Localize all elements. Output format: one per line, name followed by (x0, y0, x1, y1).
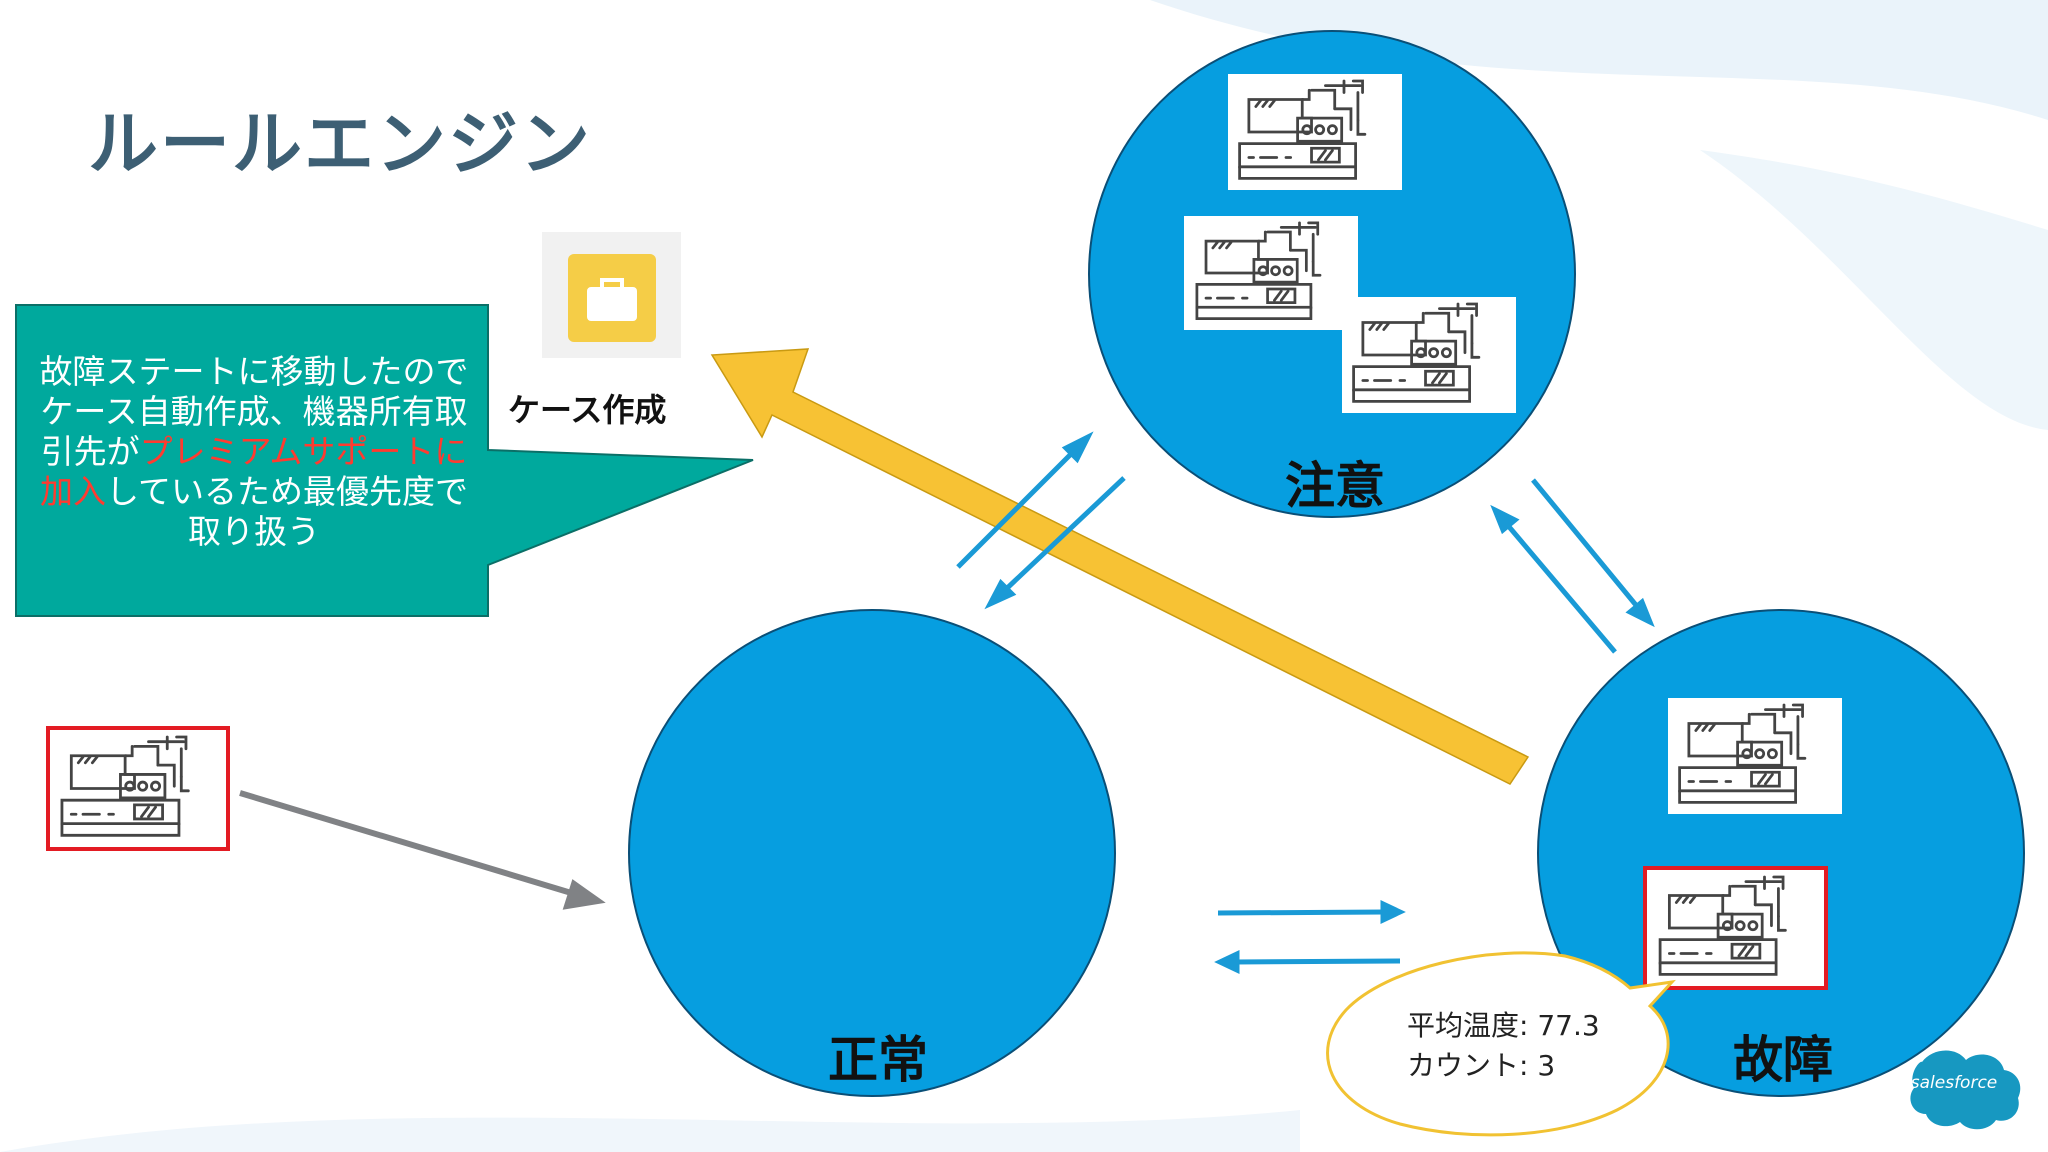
machine-icon (1184, 216, 1358, 330)
state-normal-circle (628, 609, 1116, 1097)
salesforce-logo-text: salesforce (1910, 1073, 1998, 1093)
stats-count: カウント: 3 (1407, 1049, 1556, 1082)
briefcase-icon (568, 254, 656, 342)
slide-title: ルールエンジン (88, 103, 592, 185)
callout-box (15, 304, 754, 617)
callout-text-part1: 故障ステートに移動したのでケース自動作成、機器所有取引先が (39, 352, 469, 471)
machine-icon (1668, 698, 1842, 814)
stats-text: 平均温度: 77.3 カウント: 3 (1407, 1006, 1600, 1086)
machine-icon-alert (1643, 866, 1828, 990)
incoming-machine-icon (46, 726, 230, 851)
state-normal-label: 正常 (828, 1031, 928, 1089)
state-failure-label: 故障 (1733, 1031, 1833, 1089)
machine-icon (1342, 297, 1516, 413)
case-tile (542, 232, 681, 358)
callout-text: 故障ステートに移動したのでケース自動作成、機器所有取引先がプレミアムサポートに加… (34, 352, 474, 552)
stats-bubble (1326, 951, 1676, 1137)
case-label: ケース作成 (508, 391, 667, 429)
state-warning-label: 注意 (1285, 457, 1385, 515)
salesforce-logo-cloud (1910, 1050, 2021, 1130)
callout-highlight: プレミアムサポートに加入 (39, 432, 468, 511)
callout-text-part2: しているため最優先度で取り扱う (105, 472, 468, 551)
case-creation-arrow (710, 348, 1530, 785)
stats-avg-temp: 平均温度: 77.3 (1407, 1009, 1600, 1042)
machine-icon (1228, 74, 1402, 190)
